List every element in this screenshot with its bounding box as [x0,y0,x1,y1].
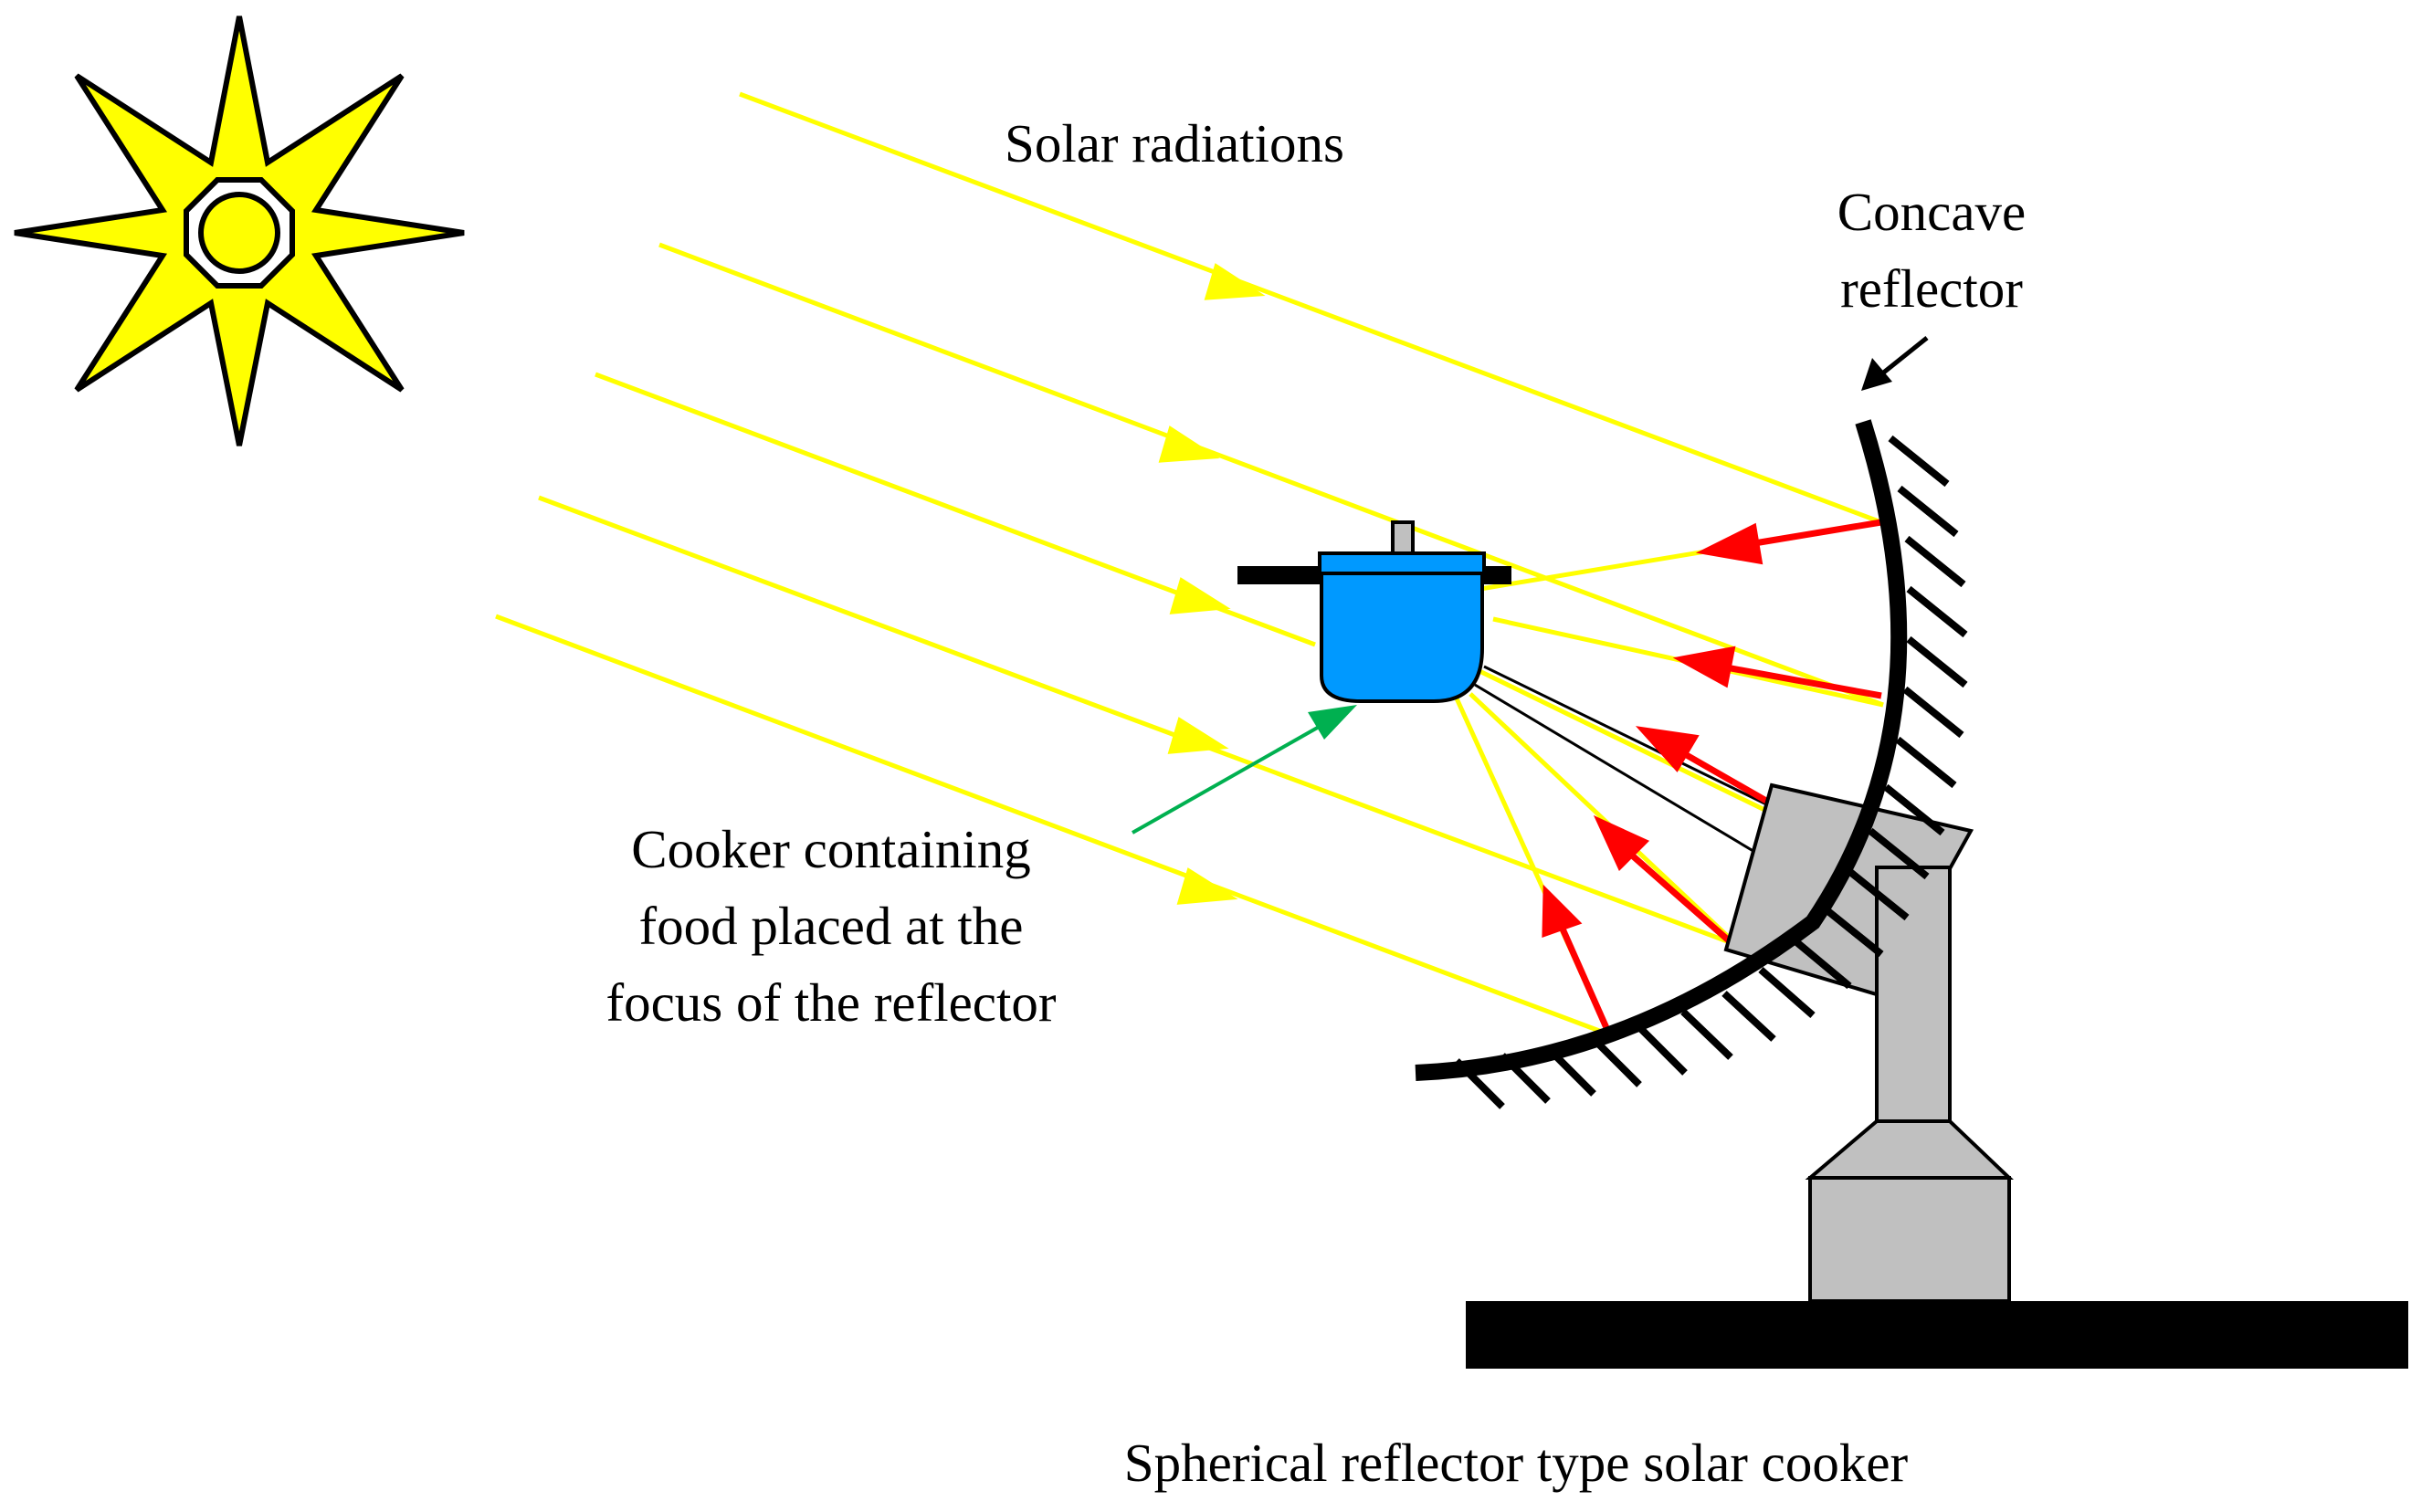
cooker-label-line3: focus of the reflector [605,972,1057,1033]
reflected-arrow [1725,664,1882,699]
ground [1466,1301,2408,1369]
ray-arrowhead [1169,577,1231,614]
reflected-ray [1469,692,1739,947]
solar-rays [495,91,1884,1037]
reflected-arrow [1748,519,1882,548]
concave-reflector-label-line1: Concave [1837,182,2027,242]
reflected-arrow [1627,851,1733,945]
reflected-arrow [1558,925,1611,1032]
stand-flare [1805,1119,2014,1180]
ray-arrowhead [1176,867,1238,905]
pressure-cooker-icon [1237,520,1511,703]
reflected-arrowhead [1542,884,1583,938]
ray-arrowhead [1204,263,1266,300]
reflected-arrowhead [1672,646,1736,688]
concave-reflector-label-line2: reflector [1840,258,2023,319]
ray-arrowhead [1158,425,1220,463]
cooker-label-line2: food placed at the [638,896,1024,956]
concave-reflector [1415,419,1968,1109]
reflector-stand [1723,782,2014,1303]
solar-ray [658,242,1884,708]
solar-ray [739,91,1882,525]
solar-radiations-label: Solar radiations [1005,113,1344,173]
reflected-arrowhead [1593,814,1650,872]
reflected-arrowhead [1635,726,1700,772]
reflector-pointer-arrow [1861,336,1929,391]
stand-pole [1875,866,1952,1123]
solar-ray [495,614,1610,1037]
concave-reflector-label: Concave reflector [1767,173,2096,327]
diagram-caption: Spherical reflector type solar cooker [1123,1433,1909,1493]
ray-arrowhead [1167,717,1229,754]
reflected-arrowhead [1695,522,1764,565]
sun-icon [14,16,465,446]
stand-base [1808,1176,2011,1303]
solar-ray [538,495,1738,948]
cooker-pointer-arrow [1132,705,1357,835]
cooker-label-line1: Cooker containing [631,819,1031,879]
cooker-label: Cooker containing food placed at the foc… [511,811,1151,1041]
